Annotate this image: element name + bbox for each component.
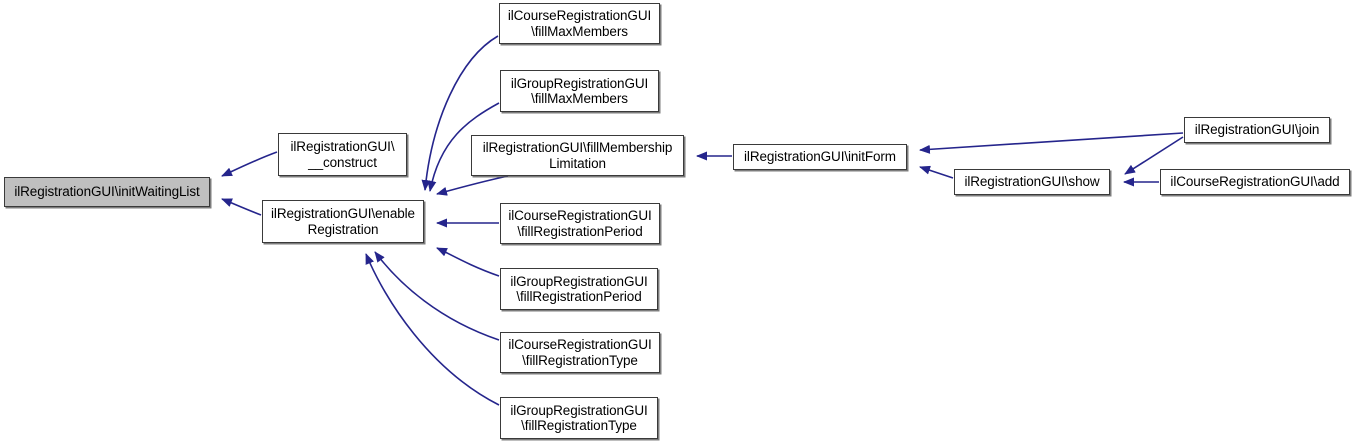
edge-groupfillregistrationtype-to-enableregistration — [365, 253, 500, 406]
node-coursefillregistrationperiod[interactable]: ilCourseRegistrationGUI \fillRegistratio… — [500, 203, 660, 244]
edge-fillmembershiplimitation-to-enableregistration — [436, 175, 509, 196]
node-label: ilCourseRegistrationGUI\add — [1170, 174, 1340, 190]
edge-join-to-initform — [919, 132, 1184, 154]
node-coursefillmaxmembers[interactable]: ilCourseRegistrationGUI \fillMaxMembers — [499, 3, 660, 44]
node-label: ilGroupRegistrationGUI \fillRegistration… — [510, 402, 648, 434]
node-fillmembershiplimitation[interactable]: ilRegistrationGUI\fillMembership Limitat… — [471, 135, 684, 176]
edge-coursefillregistrationtype-to-enableregistration — [374, 251, 500, 341]
node-label: ilCourseRegistrationGUI \fillRegistratio… — [508, 337, 652, 368]
node-groupfillmaxmembers[interactable]: ilGroupRegistrationGUI \fillMaxMembers — [500, 70, 659, 112]
node-show[interactable]: ilRegistrationGUI\show — [954, 169, 1110, 195]
node-label: ilGroupRegistrationGUI \fillMaxMembers — [510, 75, 649, 107]
node-initform[interactable]: ilRegistrationGUI\initForm — [733, 144, 907, 170]
node-label: ilRegistrationGUI\fillMembership Limitat… — [482, 140, 673, 171]
node-label: ilRegistrationGUI\initForm — [744, 149, 896, 165]
node-groupfillregistrationtype[interactable]: ilGroupRegistrationGUI \fillRegistration… — [500, 397, 658, 439]
node-label: ilRegistrationGUI\enable Registration — [271, 206, 415, 237]
node-initwaitinglist[interactable]: ilRegistrationGUI\initWaitingList — [4, 177, 210, 207]
node-coursefillregistrationtype[interactable]: ilCourseRegistrationGUI \fillRegistratio… — [500, 332, 660, 373]
edge-enableregistration-to-initwaitinglist — [221, 198, 262, 216]
edge-construct-to-initwaitinglist — [221, 151, 278, 177]
node-join[interactable]: ilRegistrationGUI\join — [1184, 117, 1330, 143]
node-label: ilCourseRegistrationGUI \fillMaxMembers — [507, 8, 652, 39]
node-enableregistration[interactable]: ilRegistrationGUI\enable Registration — [262, 200, 424, 243]
edge-show-to-initform — [919, 165, 954, 179]
node-label: ilRegistrationGUI\join — [1194, 122, 1320, 138]
node-groupfillregistrationperiod[interactable]: ilGroupRegistrationGUI \fillRegistration… — [500, 268, 658, 310]
node-label: ilRegistrationGUI\initWaitingList — [14, 184, 200, 200]
node-label: ilRegistrationGUI\show — [964, 174, 1100, 190]
node-construct[interactable]: ilRegistrationGUI\ __construct — [278, 133, 407, 176]
node-label: ilGroupRegistrationGUI \fillRegistration… — [510, 273, 648, 305]
node-label: ilCourseRegistrationGUI \fillRegistratio… — [508, 208, 652, 239]
node-courseadd[interactable]: ilCourseRegistrationGUI\add — [1160, 169, 1350, 195]
node-label: ilRegistrationGUI\ __construct — [290, 139, 395, 170]
edge-groupfillregistrationperiod-to-enableregistration — [436, 247, 500, 277]
